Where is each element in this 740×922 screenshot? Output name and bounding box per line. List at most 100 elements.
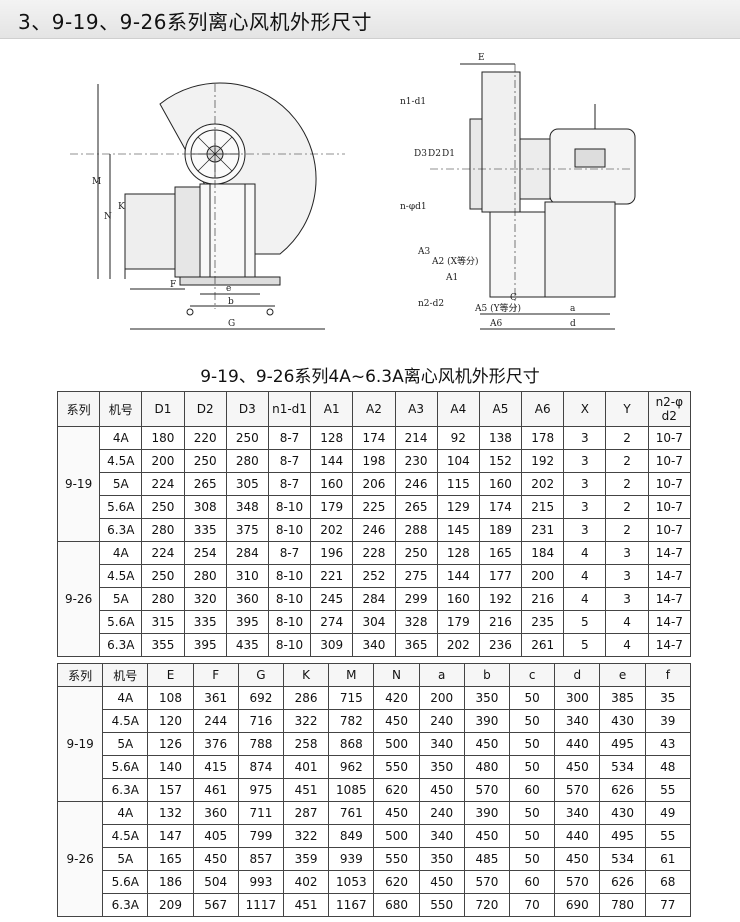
table-cell: 716 [237,709,285,733]
table-cell: 157 [147,778,194,802]
table-cell: 450 [192,847,239,871]
table-cell: 108 [147,686,194,710]
column-header: X [563,391,607,427]
table-cell: 252 [352,564,396,588]
table-cell: 450 [373,801,420,825]
table-cell: 48 [644,755,692,779]
table-cell: 975 [237,778,285,802]
table-cell: 200 [521,564,565,588]
table-cell: 250 [141,495,185,519]
table-cell: 1085 [328,778,375,802]
side-view-drawing [430,63,636,330]
table-cell: 534 [599,847,646,871]
table-cell: 261 [521,633,565,657]
table-cell: 216 [478,610,523,634]
table-cell: 6.3A [99,633,143,657]
table-cell: 340 [554,801,601,825]
table-cell: 874 [237,755,285,779]
table-cell: 10-7 [647,472,692,496]
table-cell: 10-7 [647,495,692,519]
table-cell: 715 [328,686,375,710]
table-cell: 4 [563,564,607,588]
table-cell: 14-7 [647,587,692,611]
table-cell: 180 [141,426,185,450]
table-cell: 284 [225,541,269,565]
table-cell: 202 [436,633,480,657]
column-header: D3 [225,391,269,427]
table-cell: 246 [352,518,396,542]
dim-label-D2: D2 [428,149,441,159]
front-view-drawing [70,82,345,330]
column-header: A4 [436,391,480,427]
table-cell: 8-10 [267,518,312,542]
table-cell: 174 [352,426,396,450]
table-cell: 160 [310,472,354,496]
table-cell: 225 [352,495,396,519]
table-cell: 322 [283,824,330,848]
table-cell: 4 [605,633,649,657]
table-cell: 55 [644,778,692,802]
column-header: A1 [310,391,354,427]
table-cell: 430 [599,801,646,825]
table-cell: 50 [509,709,556,733]
table-cell: 144 [436,564,480,588]
table-cell: 500 [373,732,420,756]
table-cell: 480 [463,755,511,779]
table-cell: 128 [310,426,354,450]
table-cell: 5A [99,472,143,496]
table-cell: 305 [225,472,269,496]
table-cell: 215 [521,495,565,519]
table-cell: 43 [644,732,692,756]
table-cell: 570 [463,778,511,802]
series-cell: 9-26 [56,541,101,657]
table-cell: 61 [644,847,692,871]
table-cell: 265 [183,472,227,496]
table-cell: 340 [554,709,601,733]
column-header: N [373,663,420,687]
table-cell: 254 [183,541,227,565]
table-cell: 360 [225,587,269,611]
dim-label-A5: A5 (Y等分) [474,302,521,314]
table-cell: 240 [418,801,465,825]
table-cell: 50 [509,686,556,710]
table-cell: 132 [147,801,194,825]
table-cell: 3 [605,541,649,565]
table-cell: 202 [521,472,565,496]
table-cell: 1167 [328,893,375,917]
table-cell: 348 [225,495,269,519]
table-cell: 430 [599,709,646,733]
table-cell: 402 [283,870,330,894]
table-cell: 5 [563,610,607,634]
series-cell: 9-19 [56,686,104,802]
table-cell: 160 [436,587,480,611]
table-cell: 8-10 [267,610,312,634]
table-cell: 8-10 [267,564,312,588]
table-cell: 250 [183,449,227,473]
column-header: D2 [183,391,227,427]
table-cell: 304 [352,610,396,634]
table-cell: 340 [418,824,465,848]
table-cell: 361 [192,686,239,710]
column-header: E [147,663,194,687]
table-cell: 788 [237,732,285,756]
table-cell: 60 [509,870,556,894]
table-cell: 299 [394,587,438,611]
table-cell: 4A [102,801,149,825]
table-cell: 435 [225,633,269,657]
table-cell: 450 [418,778,465,802]
table-cell: 147 [147,824,194,848]
table-cell: 246 [394,472,438,496]
table-cell: 322 [283,709,330,733]
table-cell: 240 [418,709,465,733]
table-cell: 202 [310,518,354,542]
table-cell: 3 [605,587,649,611]
table-cell: 993 [237,870,285,894]
